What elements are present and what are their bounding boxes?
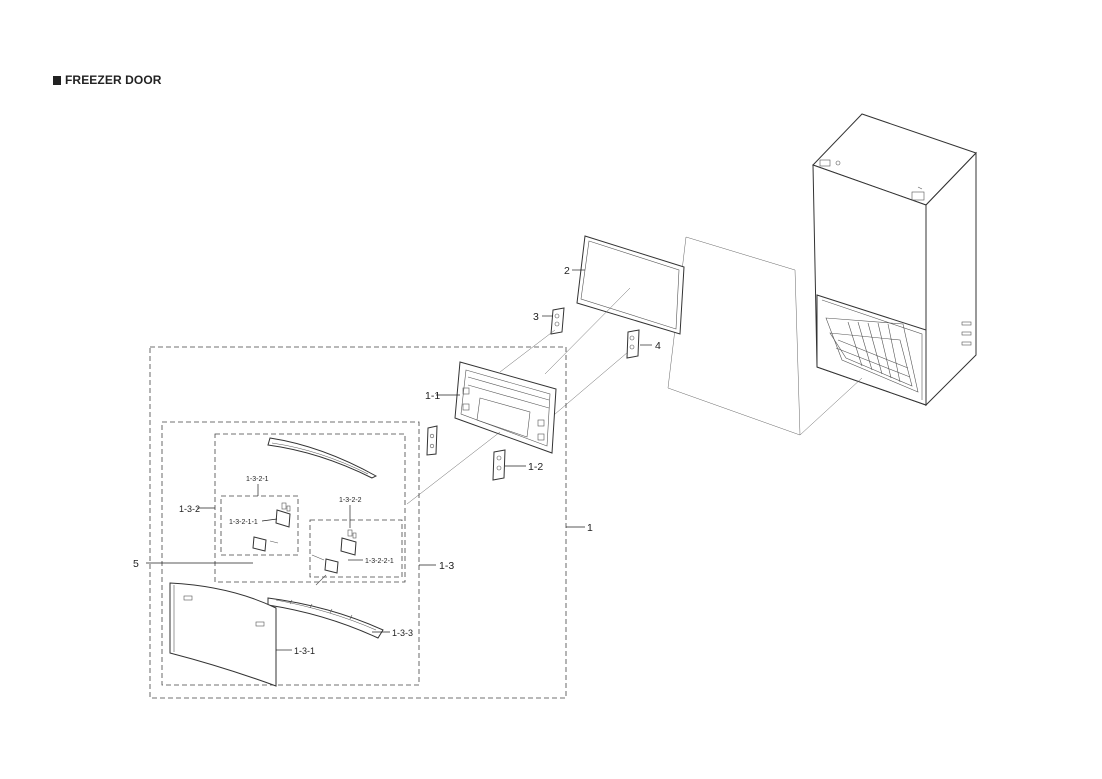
inner-door-panel — [454, 361, 557, 454]
label-part-2: 2 — [564, 265, 570, 277]
assembly-box-1-3-2-2 — [309, 519, 403, 578]
leader-lines — [146, 269, 652, 651]
hinge-parts-1-3-2-2 — [311, 529, 357, 586]
hinge-plate-3 — [550, 307, 565, 335]
label-part-1: 1 — [587, 522, 593, 534]
label-part-4: 4 — [655, 340, 661, 352]
label-part-1-3-2-1: 1-3-2-1 — [246, 476, 269, 483]
refrigerator-cabinet — [812, 113, 977, 407]
label-part-1-3-2-2: 1-3-2-2 — [339, 497, 362, 504]
door-bottom-cap — [267, 597, 384, 639]
label-part-1-3-2-1-1: 1-3-2-1-1 — [229, 519, 258, 526]
label-part-5: 5 — [133, 558, 139, 570]
hinge-parts-1-3-2-1 — [252, 502, 291, 552]
label-part-1-3-2-2-1: 1-3-2-2-1 — [365, 558, 394, 565]
label-part-1-3-2: 1-3-2 — [179, 504, 200, 514]
header-square-icon — [53, 75, 61, 85]
outer-door-panel — [169, 582, 277, 687]
door-handle-top — [267, 437, 378, 479]
label-part-3: 3 — [533, 311, 539, 323]
label-part-1-3-3: 1-3-3 — [392, 628, 413, 638]
hinge-plate-4 — [626, 329, 640, 359]
hinge-bracket-left — [426, 425, 438, 456]
assembly-guide-plane — [667, 236, 801, 436]
section-header: FREEZER DOOR — [53, 73, 162, 87]
door-gasket — [576, 235, 685, 335]
hinge-bracket-1-2 — [492, 449, 506, 481]
assembly-box-1-3-2-1 — [220, 495, 299, 556]
label-part-1-3-1: 1-3-1 — [294, 646, 315, 656]
assembly-box-1 — [149, 346, 567, 699]
label-part-1-3: 1-3 — [439, 560, 454, 572]
assembly-box-1-3 — [161, 421, 420, 686]
section-title: FREEZER DOOR — [65, 73, 162, 87]
label-part-1-1: 1-1 — [425, 390, 440, 402]
label-part-1-2: 1-2 — [528, 461, 543, 473]
